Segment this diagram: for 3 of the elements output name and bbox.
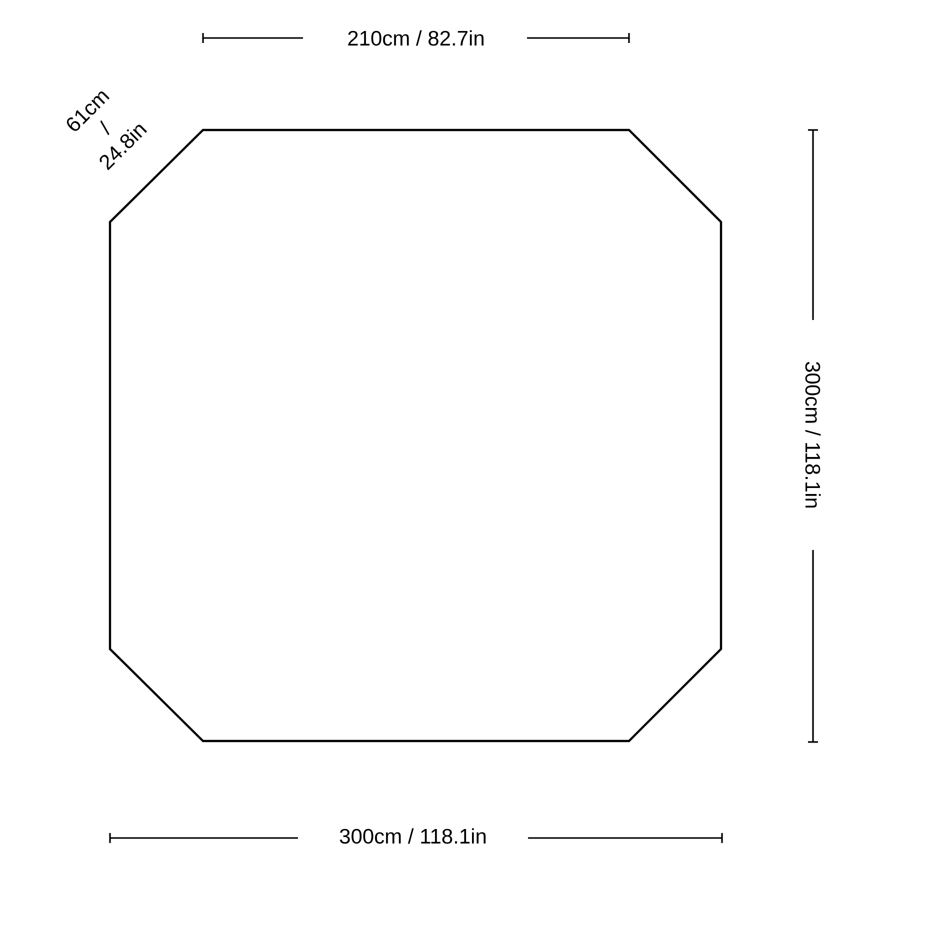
dimension-label: 300cm / 118.1in [340,828,486,844]
dimension-label: 210cm / 82.7in [348,30,484,46]
dimension-label: 300cm / 118.1in [805,362,821,508]
